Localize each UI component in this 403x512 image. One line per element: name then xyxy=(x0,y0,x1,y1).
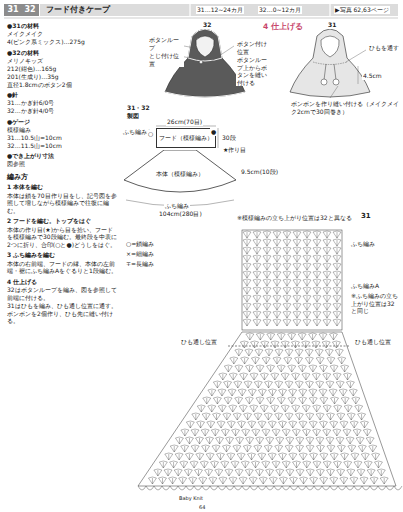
pattern-number: 31 xyxy=(4,4,22,16)
annotation: 104cm(280目) xyxy=(158,210,203,218)
annotation: 64 xyxy=(198,504,206,510)
annotation: 9.5cm(10段) xyxy=(240,168,279,176)
annotation: ▶写真 62,63ページ xyxy=(334,6,390,14)
instruction-text: 模様編み xyxy=(6,126,120,134)
instruction-text: 212(紺色)…165g xyxy=(6,65,120,73)
instruction-text: 2 フードを編む。トップをはぐ xyxy=(6,217,120,225)
annotation: ひも通し位置 xyxy=(354,338,392,346)
annotation: ふち編みA xyxy=(350,282,380,290)
header-bar xyxy=(40,4,398,16)
instruction-text: メリノキッズ xyxy=(6,57,120,65)
annotation: ※ふち編みの立ち上がり位置は32と同じ xyxy=(350,292,400,315)
annotation: 4.5cm xyxy=(362,72,383,80)
annotation: 26cm(70目) xyxy=(166,118,203,126)
node-text: 32 xyxy=(24,5,35,15)
node-text: フード（模様編み） xyxy=(159,134,213,141)
instruction-text: ●31の材料 xyxy=(6,22,120,30)
annotation: 31・32 xyxy=(126,104,151,112)
annotation: ボタンループ上からボタンを縫い付ける xyxy=(236,56,270,86)
annotation: ×=細編み xyxy=(125,250,155,258)
stitch-chart xyxy=(138,230,402,490)
annotation: ボタンループ xyxy=(148,36,184,51)
annotation: 32…0~12カ月 xyxy=(258,6,302,14)
instruction-text: 3 ふち編みを編む xyxy=(6,251,120,259)
annotation: ボンボンを作り縫い付ける（メイクメイク2cmで30回巻き） xyxy=(290,100,400,115)
instruction-text: 4(ピンク系ミックス)…275g xyxy=(6,38,120,46)
instruction-text: ●32の材料 xyxy=(6,49,120,57)
instruction-text: 本体は鎖を70目作り目をし、記号図を参照して増しながら模様編みで往復に編む。 xyxy=(6,192,120,215)
node-text: 31 xyxy=(7,5,18,15)
instruction-text: ●ゲージ xyxy=(6,118,120,126)
cape-31-figure xyxy=(290,29,370,98)
instruction-text: 32はボタンループを編み、図を参照して前端に付ける。 xyxy=(6,286,120,301)
annotation: ふち編み xyxy=(350,240,376,248)
instruction-text: 直径1.8cmのボタン2個 xyxy=(6,81,120,89)
instruction-text: 32…かぎ針4/0号 xyxy=(6,107,120,115)
annotation: 31 xyxy=(360,212,372,221)
instruction-text: 本体の右前端、フードの縁、本体の左前端・裾にふち編みAをぐるりと1段編む。 xyxy=(6,260,120,275)
pattern-number: 32 xyxy=(21,4,39,16)
body-piece: 本体（模様編み） xyxy=(124,150,236,198)
annotation: ○ xyxy=(147,130,154,138)
annotation: とじ付け位置 xyxy=(148,52,184,67)
hood-piece: フード（模様編み） xyxy=(156,128,216,148)
header-rule xyxy=(4,18,398,19)
annotation: ○=鎖編み xyxy=(125,240,155,248)
instruction-text: 31…かぎ針6/0号 xyxy=(6,99,120,107)
instruction-text: ●でき上がり寸法 xyxy=(6,152,120,160)
annotation: ふち編み xyxy=(164,202,190,210)
annotation: Baby Knit xyxy=(178,495,204,501)
annotation: 製図 xyxy=(126,112,140,120)
annotation: 31…12~24カ月 xyxy=(196,6,244,14)
annotation: 32 xyxy=(202,21,212,29)
annotation: ※模様編みの立ち上がり位置は32と異なる xyxy=(236,214,356,222)
instruction-text: 201(生成り)…35g xyxy=(6,73,120,81)
instruction-text: 31はひもを編み、ひも通し位置に通す。ボンボンを2個作り、ひも先に縫い付ける。 xyxy=(6,302,120,325)
annotation: ● xyxy=(210,128,217,136)
instruction-text: 本体の作り目(★)から目を拾い、フードを模様編みで30段編む。最終段を中表に2つ… xyxy=(6,226,120,249)
instruction-text: 32…11.5山=10cm xyxy=(6,142,120,150)
annotation: 31 xyxy=(327,21,337,29)
instruction-text: 1 本体を編む xyxy=(6,183,120,191)
annotation: ひもを通す xyxy=(368,44,400,52)
annotation: ★作り目 xyxy=(222,146,247,154)
instruction-text: ●針 xyxy=(6,91,120,99)
instruction-text: 図参照 xyxy=(6,160,120,168)
instruction-text: 4 仕上げる xyxy=(6,278,120,286)
page-title: フード付きケープ xyxy=(46,5,110,15)
header-divider xyxy=(329,4,330,16)
instruction-text: 編み方 xyxy=(6,173,120,182)
annotation: 30段 xyxy=(221,134,237,142)
node-text: 本体（模様編み） xyxy=(156,170,204,177)
annotation: 4 仕上げる xyxy=(262,22,304,31)
annotation: ボタン付け位置 xyxy=(236,40,268,55)
instruction-text: メイクメイク xyxy=(6,30,120,38)
annotation: ひも通し位置 xyxy=(180,338,218,346)
header-divider xyxy=(189,4,190,16)
annotation: ∓=長編み xyxy=(125,260,155,268)
instruction-text: 31…10.5山=10cm xyxy=(6,134,120,142)
